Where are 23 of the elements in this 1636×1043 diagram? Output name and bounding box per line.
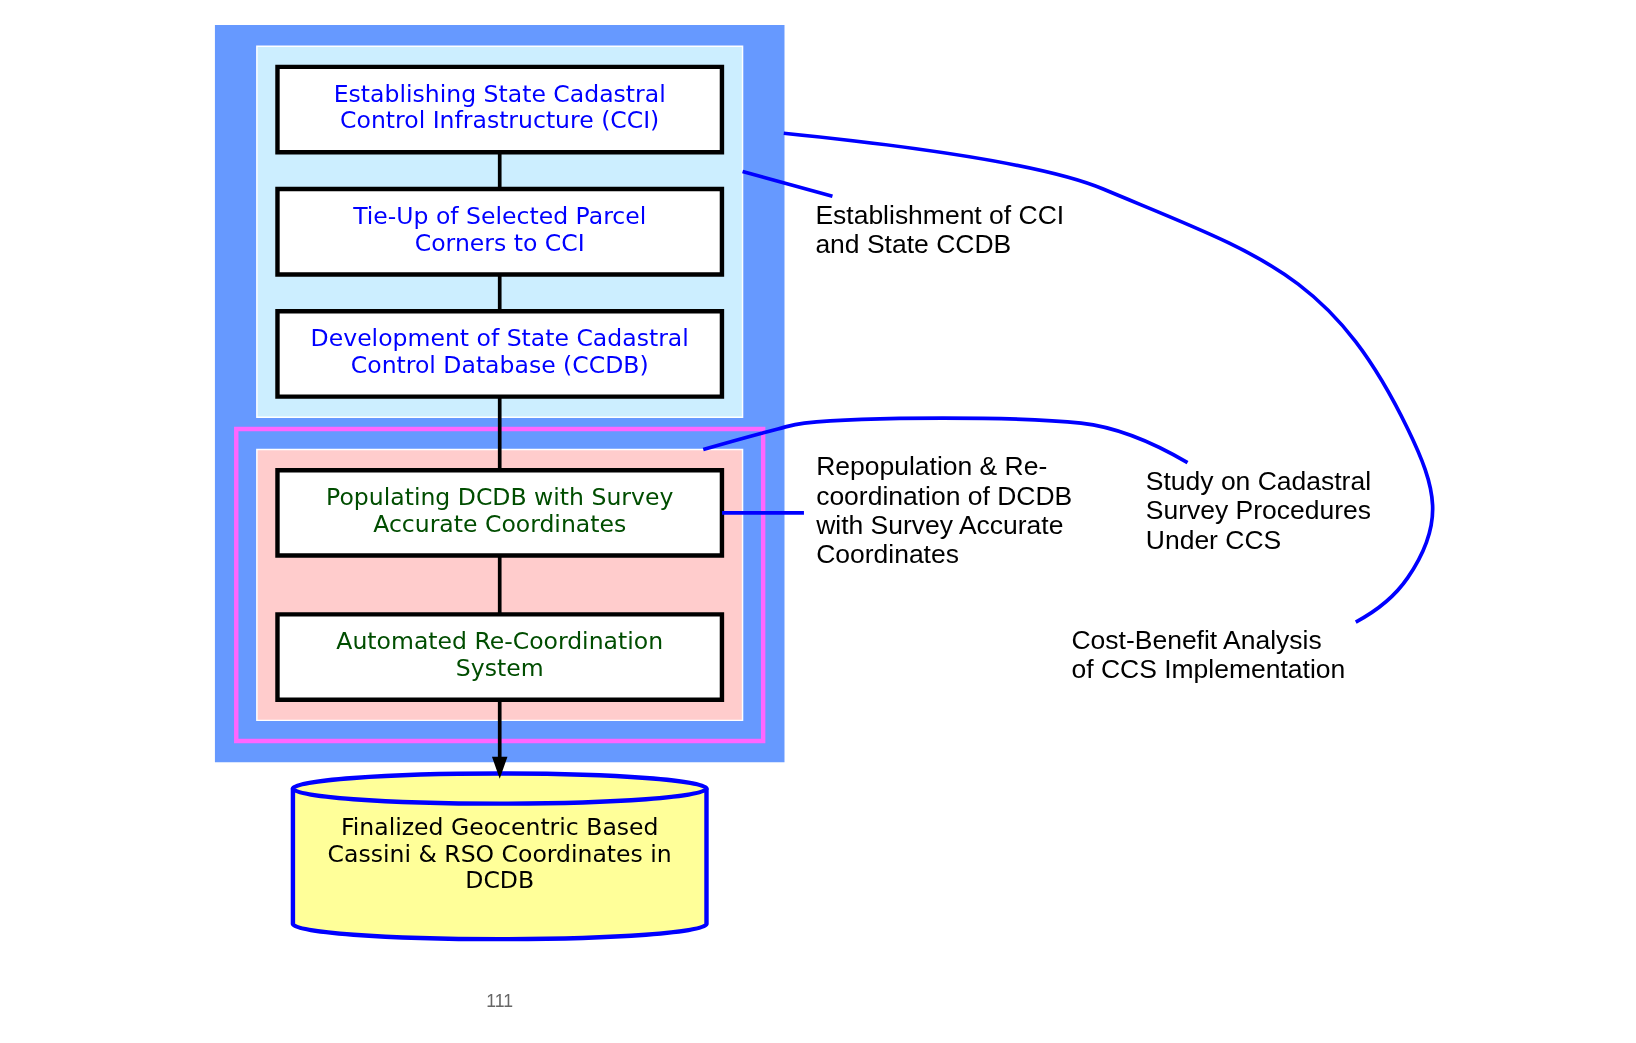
connector [497, 152, 502, 189]
connector [497, 555, 502, 615]
node-text: Establishment of CCI and State CCDB [814, 199, 1064, 259]
node-box: Automated Re-Coordination System [274, 612, 724, 702]
node-text: Cost-Benefit Analysis of CCS Implementation [1070, 624, 1345, 685]
cluster [233, 426, 765, 744]
node-box: Populating DCDB with Survey Accurate Coordinates [274, 467, 724, 558]
connector [721, 511, 804, 515]
connector [497, 274, 502, 311]
arrow [491, 700, 507, 779]
node-text: Repopulation & Re-coordination of DCDB with Survey Accurate Coordinates [815, 451, 1072, 570]
connector [702, 416, 1188, 465]
connector [497, 396, 502, 470]
cluster [255, 45, 743, 418]
cluster [255, 448, 743, 722]
connector [741, 169, 833, 199]
node-text: Study on Cadastral Survey Procedures Under CCS [1145, 465, 1371, 555]
cluster [214, 24, 784, 763]
node-box: Tie-Up of Selected Parcel Corners to CCI [274, 186, 724, 277]
label: 111 [485, 991, 513, 1012]
connector [783, 131, 1434, 624]
node-box: Establishing State Cadastral Control Infrastructure (CCI) [274, 64, 724, 155]
node-box: Development of State Cadastral Control Database (CCDB) [274, 309, 724, 399]
